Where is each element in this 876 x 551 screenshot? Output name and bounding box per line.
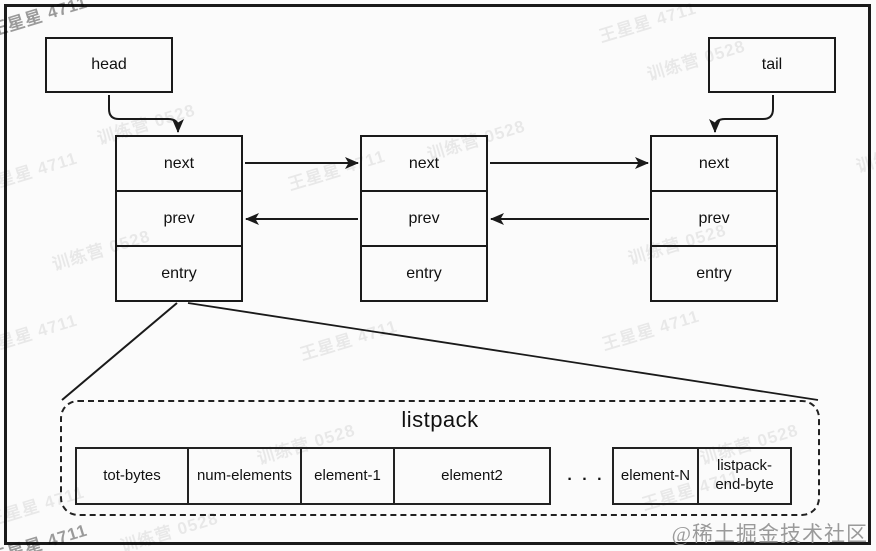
cell-element2: element2 [393,449,549,503]
diagram-border [4,4,871,545]
listpack-header-cells: tot-bytes num-elements element-1 element… [75,447,551,505]
node3-prev-field: prev [652,190,776,245]
cell-element-N: element-N [620,466,691,484]
head-label: head [91,56,127,73]
listpack-container: listpack tot-bytes num-elements element-… [60,400,820,516]
listpack-ellipsis: . . . [567,467,605,484]
cell-listpack-end-byte: listpack- end-byte [697,449,790,503]
tail-pointer-box: tail [708,37,836,93]
cell-element-1: element-1 [300,449,393,503]
cell-tot-bytes: tot-bytes [103,466,161,484]
node3-entry-field: entry [652,245,776,300]
node2-entry-field: entry [362,245,486,300]
head-pointer-box: head [45,37,173,93]
tail-label: tail [761,56,783,73]
cell-num-elements: num-elements [187,449,300,503]
list-node-3: next prev entry [650,135,778,302]
list-node-2: next prev entry [360,135,488,302]
node1-next-field: next [163,154,195,172]
node1-prev-field: prev [117,190,241,245]
listpack-tail-cells: element-N listpack- end-byte [612,447,792,505]
listpack-title: listpack [401,407,479,432]
list-node-1: next prev entry [115,135,243,302]
node2-prev-field: prev [362,190,486,245]
node1-entry-field: entry [117,245,241,300]
community-credit: @稀土掘金技术社区 [671,522,868,546]
node3-next-field: next [698,154,730,172]
node2-next-field: next [408,154,440,172]
